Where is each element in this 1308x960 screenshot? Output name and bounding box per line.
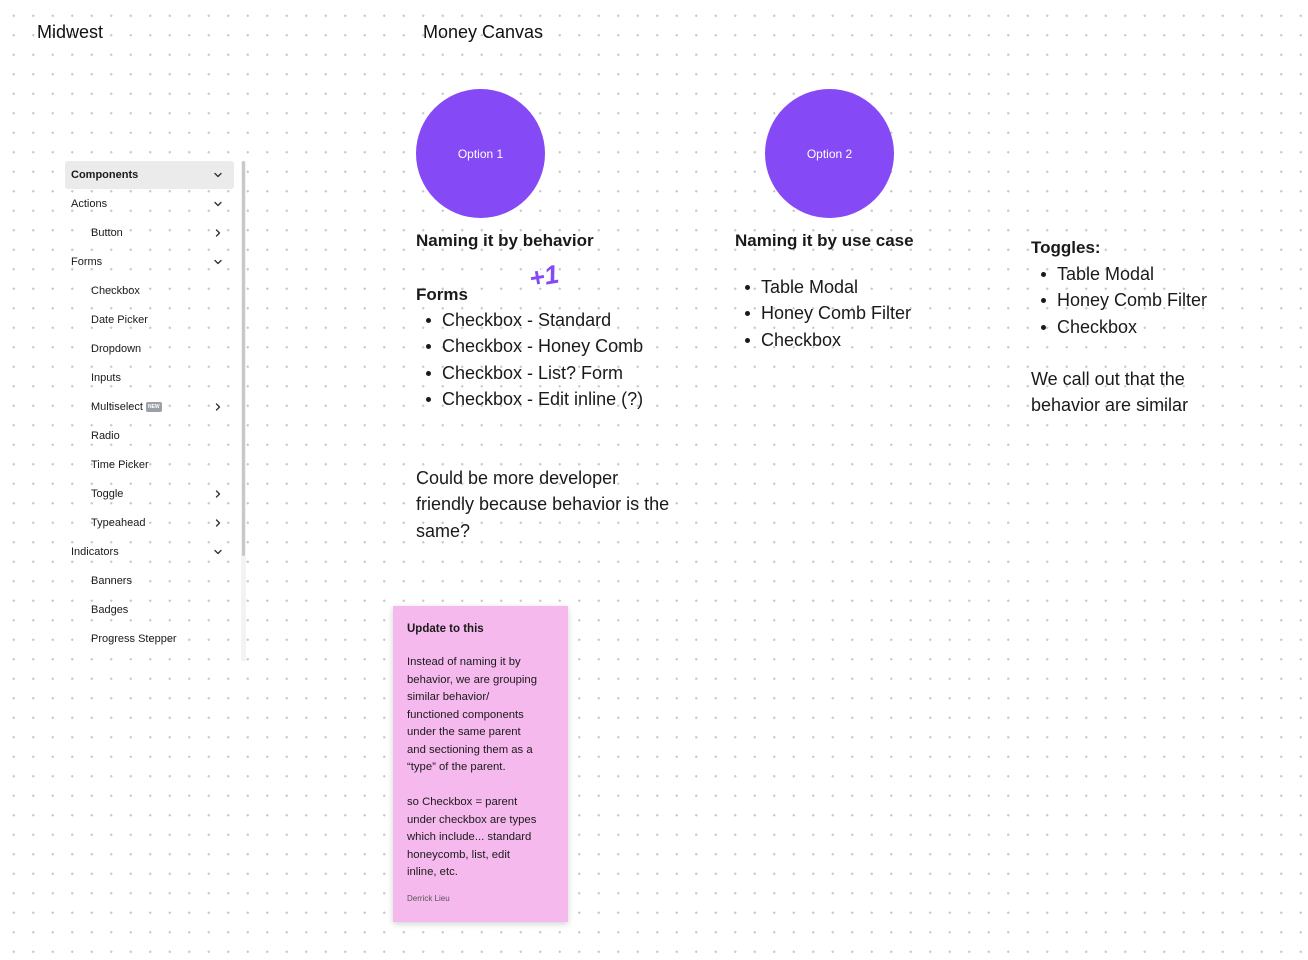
note-line: same? — [416, 520, 471, 541]
sidebar-item-inputs[interactable]: Inputs — [65, 364, 234, 392]
sidebar-item-badges[interactable]: Badges — [65, 596, 234, 624]
chevron-right-icon[interactable] — [208, 228, 228, 238]
list-item: Table Modal — [735, 274, 995, 300]
option-1-label: Option 1 — [457, 146, 504, 161]
sidebar-item-time-picker[interactable]: Time Picker — [65, 451, 234, 479]
sidebar-item-progress-stepper[interactable]: Progress Stepper — [65, 625, 234, 653]
sidebar-item-forms[interactable]: Forms — [65, 248, 234, 276]
sidebar-item-components[interactable]: Components — [65, 161, 234, 189]
sidebar-item-label: Progress Stepper — [91, 633, 177, 645]
list-item: Checkbox — [1031, 314, 1291, 340]
sidebar-item-dropdown[interactable]: Dropdown — [65, 335, 234, 363]
option-2-circle[interactable]: Option 2 — [765, 89, 894, 218]
sidebar-item-label: Checkbox — [91, 285, 140, 297]
list-item: Honey Comb Filter — [735, 300, 995, 326]
chevron-down-icon[interactable] — [208, 257, 228, 267]
chevron-down-icon[interactable] — [208, 547, 228, 557]
note-line: behavior are similar — [1031, 395, 1189, 416]
sticky-title: Update to this — [407, 623, 484, 635]
sidebar-item-label: Forms — [71, 256, 103, 268]
option-1-circle[interactable]: Option 1 — [416, 89, 545, 218]
chevron-down-icon[interactable] — [208, 170, 228, 180]
sidebar-item-label: Multiselect — [91, 401, 143, 413]
sidebar-item-label: Indicators — [71, 546, 119, 558]
toggles-bullet-list: Table Modal Honey Comb Filter Checkbox — [1031, 261, 1291, 340]
list-item: Checkbox - Standard — [416, 307, 716, 333]
sidebar-item-typeahead[interactable]: Typeahead — [65, 509, 234, 537]
note-line: We call out that the — [1031, 369, 1185, 389]
option-2-label: Option 2 — [806, 146, 853, 161]
sidebar-item-label: Badges — [91, 604, 129, 616]
sidebar-item-radio[interactable]: Radio — [65, 422, 234, 450]
sidebar-item-label: Inputs — [91, 372, 121, 384]
sidebar-item-label: Banners — [91, 575, 132, 587]
sidebar-item-label: Date Picker — [91, 314, 148, 326]
sticky-note[interactable]: Update to this Instead of naming it by b… — [393, 606, 568, 922]
option-1-bullet-list: Checkbox - Standard Checkbox - Honey Com… — [416, 307, 716, 412]
forms-subheading: Forms — [416, 285, 468, 304]
sidebar-item-checkbox[interactable]: Checkbox — [65, 277, 234, 305]
sidebar-item-label: Time Picker — [91, 459, 149, 471]
chevron-right-icon[interactable] — [208, 402, 228, 412]
sidebar-item-label: Components — [71, 169, 139, 181]
option-1-note: Could be more developer friendly because… — [416, 465, 716, 544]
list-item: Checkbox - Edit inline (?) — [416, 386, 716, 412]
sidebar-item-label: Radio — [91, 430, 120, 442]
chevron-down-icon[interactable] — [208, 199, 228, 209]
list-item: Table Modal — [1031, 261, 1291, 287]
chevron-right-icon[interactable] — [208, 489, 228, 499]
sidebar-item-label: Button — [91, 227, 123, 239]
sticky-author: Derrick Lieu — [407, 893, 450, 903]
option-1-heading: Naming it by behavior — [416, 231, 594, 250]
frame-title-midwest[interactable]: Midwest — [37, 22, 104, 42]
sidebar-item-label: Actions — [71, 198, 108, 210]
toggles-note: We call out that the behavior are simila… — [1031, 366, 1291, 419]
note-line: friendly because behavior is the — [416, 494, 670, 515]
option-2-heading: Naming it by use case — [735, 231, 914, 250]
sticker-text: +1 — [527, 259, 561, 294]
sidebar-item-label: Toggle — [91, 488, 124, 500]
toggles-heading: Toggles: — [1031, 238, 1101, 257]
sidebar-item-toggle[interactable]: Toggle — [65, 480, 234, 508]
sidebar-item-label: Typeahead — [91, 517, 146, 529]
chevron-right-icon[interactable] — [208, 518, 228, 528]
list-item: Checkbox - List? Form — [416, 360, 716, 386]
sidebar-item-date-picker[interactable]: Date Picker — [65, 306, 234, 334]
note-line: Could be more developer — [416, 468, 619, 488]
frame-title-money-canvas[interactable]: Money Canvas — [423, 22, 544, 42]
sidebar-item-indicators[interactable]: Indicators — [65, 538, 234, 566]
sticky-body: Instead of naming it by behavior, we are… — [407, 656, 538, 878]
plus-one-sticker[interactable]: +1 +1 — [522, 258, 566, 294]
sidebar-item-banners[interactable]: Banners — [65, 567, 234, 595]
list-item: Checkbox — [735, 327, 995, 353]
sidebar-item-actions[interactable]: Actions — [65, 190, 234, 218]
sidebar-scrollbar[interactable] — [242, 161, 245, 556]
new-badge: NEW — [145, 402, 162, 412]
list-item: Checkbox - Honey Comb — [416, 333, 716, 359]
list-item: Honey Comb Filter — [1031, 287, 1291, 313]
sidebar-item-label: Dropdown — [91, 343, 142, 355]
option-2-bullet-list: Table Modal Honey Comb Filter Checkbox — [735, 274, 995, 353]
sidebar-item-button[interactable]: Button — [65, 219, 234, 247]
